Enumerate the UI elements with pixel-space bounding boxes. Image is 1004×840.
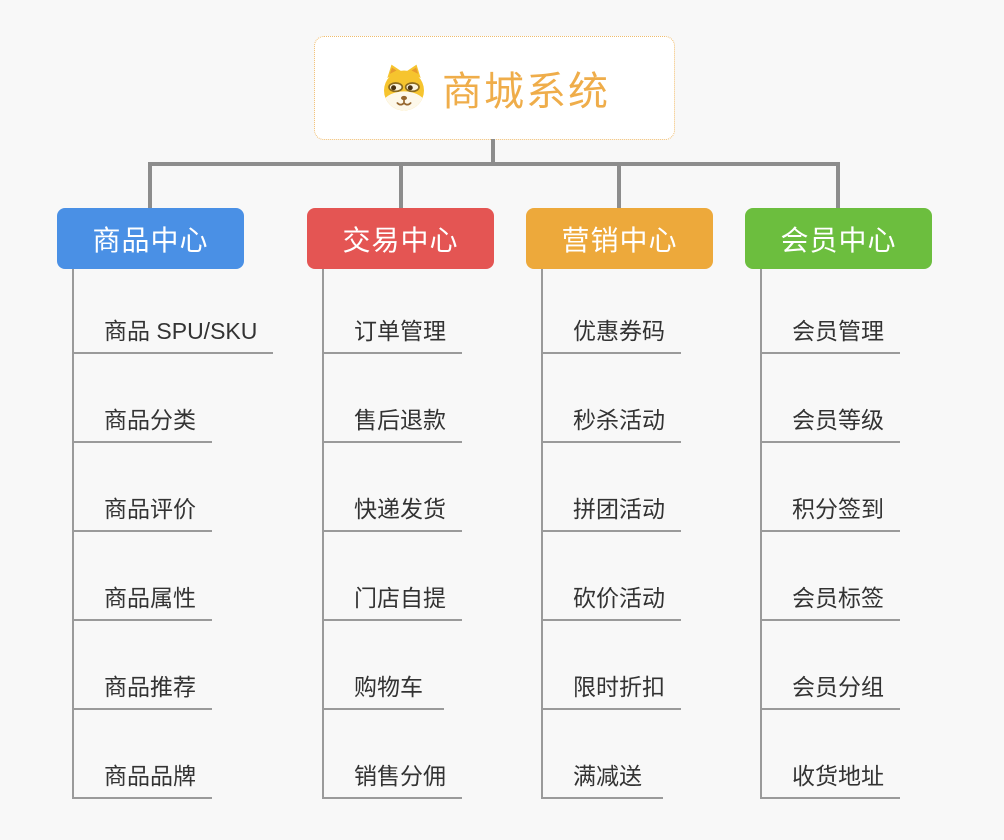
leaf-node[interactable]: 快递发货 [324,443,462,532]
leaf-node[interactable]: 优惠券码 [543,269,681,354]
leaf-node[interactable]: 订单管理 [324,269,462,354]
leaf-node[interactable]: 商品评价 [74,443,212,532]
connector-drop-members [836,162,840,209]
root-title: 商城系统 [442,70,610,114]
leaf-node[interactable]: 砍价活动 [543,532,681,621]
leaf-node[interactable]: 商品推荐 [74,621,212,710]
branch-node-marketing[interactable]: 营销中心 [526,208,713,269]
connector-drop-products [148,162,152,209]
leaf-node[interactable]: 销售分佣 [324,710,462,799]
connector-root-drop [491,139,495,164]
branch-node-products[interactable]: 商品中心 [57,208,244,269]
branch-items-marketing: 优惠券码 秒杀活动 拼团活动 砍价活动 限时折扣 满减送 [541,269,681,799]
connector-drop-trade [399,162,403,209]
branch-node-trade[interactable]: 交易中心 [307,208,494,269]
root-node[interactable]: 商城系统 [314,36,675,140]
leaf-node[interactable]: 会员等级 [762,354,900,443]
branch-items-products: 商品 SPU/SKU 商品分类 商品评价 商品属性 商品推荐 商品品牌 [72,269,274,799]
leaf-node[interactable]: 拼团活动 [543,443,681,532]
leaf-node[interactable]: 商品分类 [74,354,212,443]
branch-label: 交易中心 [342,224,459,256]
leaf-node[interactable]: 会员管理 [762,269,900,354]
leaf-node[interactable]: 售后退款 [324,354,462,443]
branch-label: 营销中心 [561,224,678,256]
leaf-node[interactable]: 积分签到 [762,443,900,532]
leaf-node[interactable]: 收货地址 [762,710,900,799]
leaf-node[interactable]: 商品品牌 [74,710,212,799]
connector-horizontal [148,162,840,166]
leaf-node[interactable]: 商品属性 [74,532,212,621]
branch-items-trade: 订单管理 售后退款 快递发货 门店自提 购物车 销售分佣 [322,269,462,799]
connector-drop-marketing [617,162,621,209]
leaf-node[interactable]: 购物车 [324,621,444,710]
leaf-node[interactable]: 会员分组 [762,621,900,710]
shiba-dog-icon [384,64,424,111]
leaf-node[interactable]: 秒杀活动 [543,354,681,443]
branch-node-members[interactable]: 会员中心 [745,208,932,269]
leaf-node[interactable]: 会员标签 [762,532,900,621]
leaf-node[interactable]: 限时折扣 [543,621,681,710]
branch-items-members: 会员管理 会员等级 积分签到 会员标签 会员分组 收货地址 [760,269,900,799]
branch-label: 商品中心 [92,224,209,256]
leaf-node[interactable]: 满减送 [543,710,663,799]
leaf-node[interactable]: 商品 SPU/SKU [74,269,274,354]
leaf-node[interactable]: 门店自提 [324,532,462,621]
branch-label: 会员中心 [780,224,897,256]
